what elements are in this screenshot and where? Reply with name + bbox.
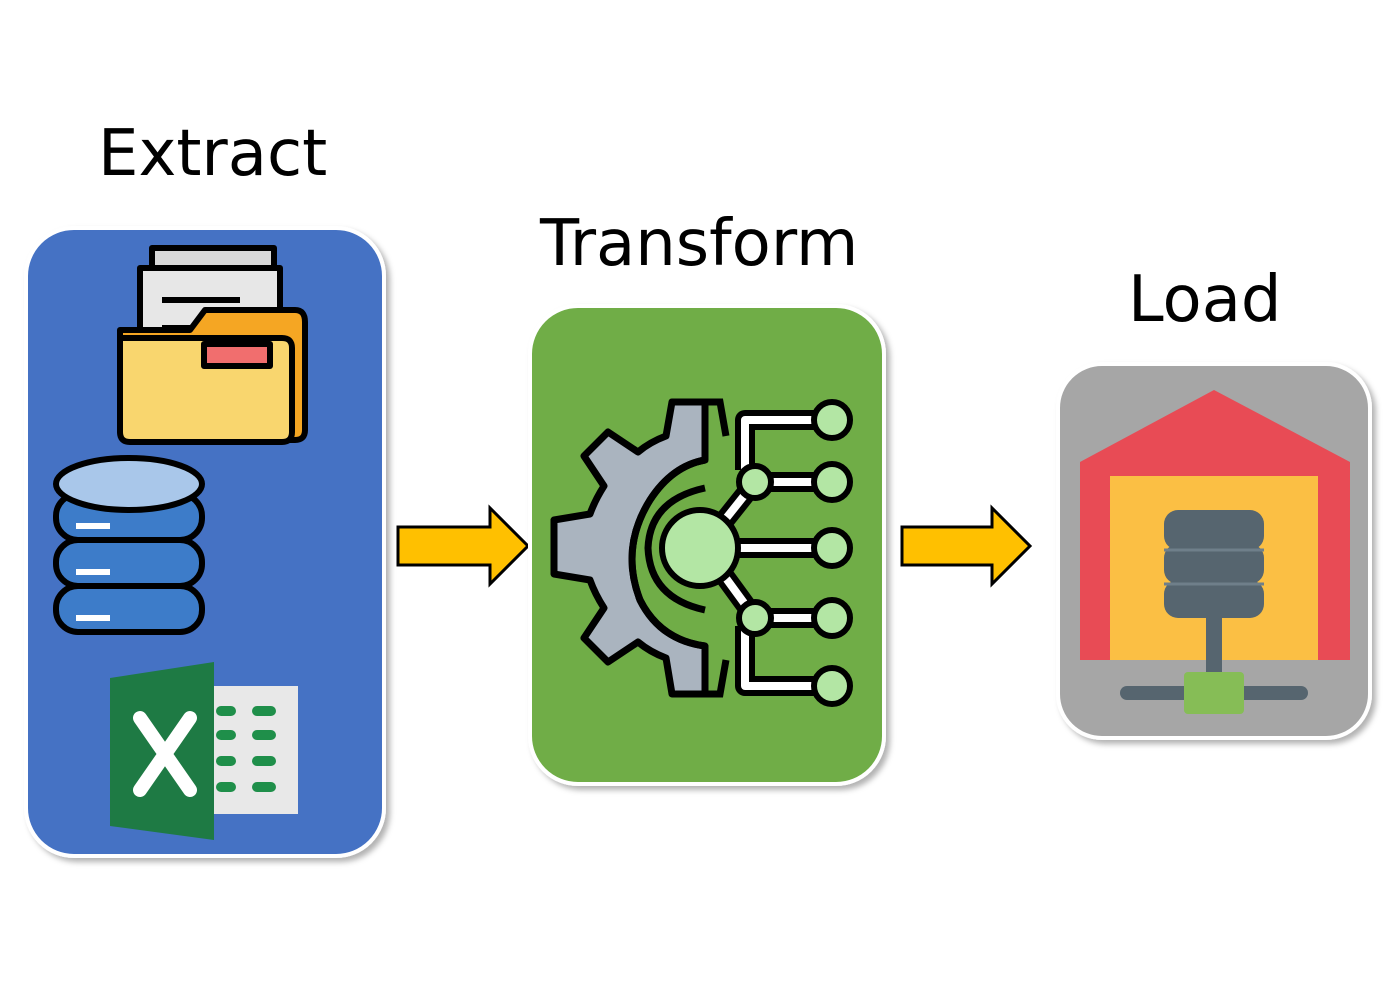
folder-icon: [117, 245, 308, 445]
database-icon: [53, 455, 205, 635]
gear-network-icon: [550, 398, 853, 707]
spreadsheet-icon: [110, 662, 298, 840]
transform-label: Transform: [540, 207, 859, 281]
arrow-extract-to-transform: [396, 504, 531, 588]
extract-label: Extract: [98, 117, 328, 191]
warehouse-icon: [1080, 390, 1350, 714]
load-label: Load: [1128, 263, 1282, 337]
arrow-transform-to-load: [900, 504, 1033, 588]
